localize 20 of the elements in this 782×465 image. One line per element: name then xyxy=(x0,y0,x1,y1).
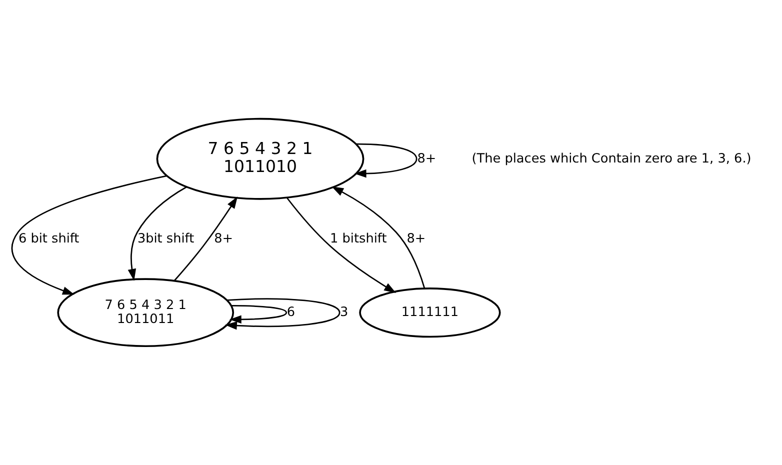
arrow xyxy=(174,196,238,282)
node-ellipse: 7 6 5 4 3 2 1 1011011 xyxy=(57,278,234,348)
edge-label: 8+ xyxy=(417,151,436,166)
edge-label: 6 xyxy=(286,305,296,320)
edge-label: 3 xyxy=(340,305,348,320)
arrow xyxy=(229,305,288,324)
edge-label: 8+ xyxy=(406,231,426,246)
edge-label: 6 bit shift xyxy=(18,231,80,246)
arrow xyxy=(128,186,187,281)
edge-label: 3bit shift xyxy=(137,231,194,246)
edge-label: 8+ xyxy=(214,231,234,246)
arrow xyxy=(225,298,340,330)
arrow xyxy=(286,198,396,293)
arrow xyxy=(332,186,426,289)
node-ellipse: 7 6 5 4 3 2 1 1011010 xyxy=(156,118,364,200)
arrow xyxy=(11,175,167,295)
node-ellipse: 1111111 xyxy=(359,288,501,338)
edge-label: 1 bitshift xyxy=(330,231,387,246)
arrow xyxy=(354,143,418,178)
label: (The places which Contain zero are 1, 3, 6.) xyxy=(472,151,752,166)
